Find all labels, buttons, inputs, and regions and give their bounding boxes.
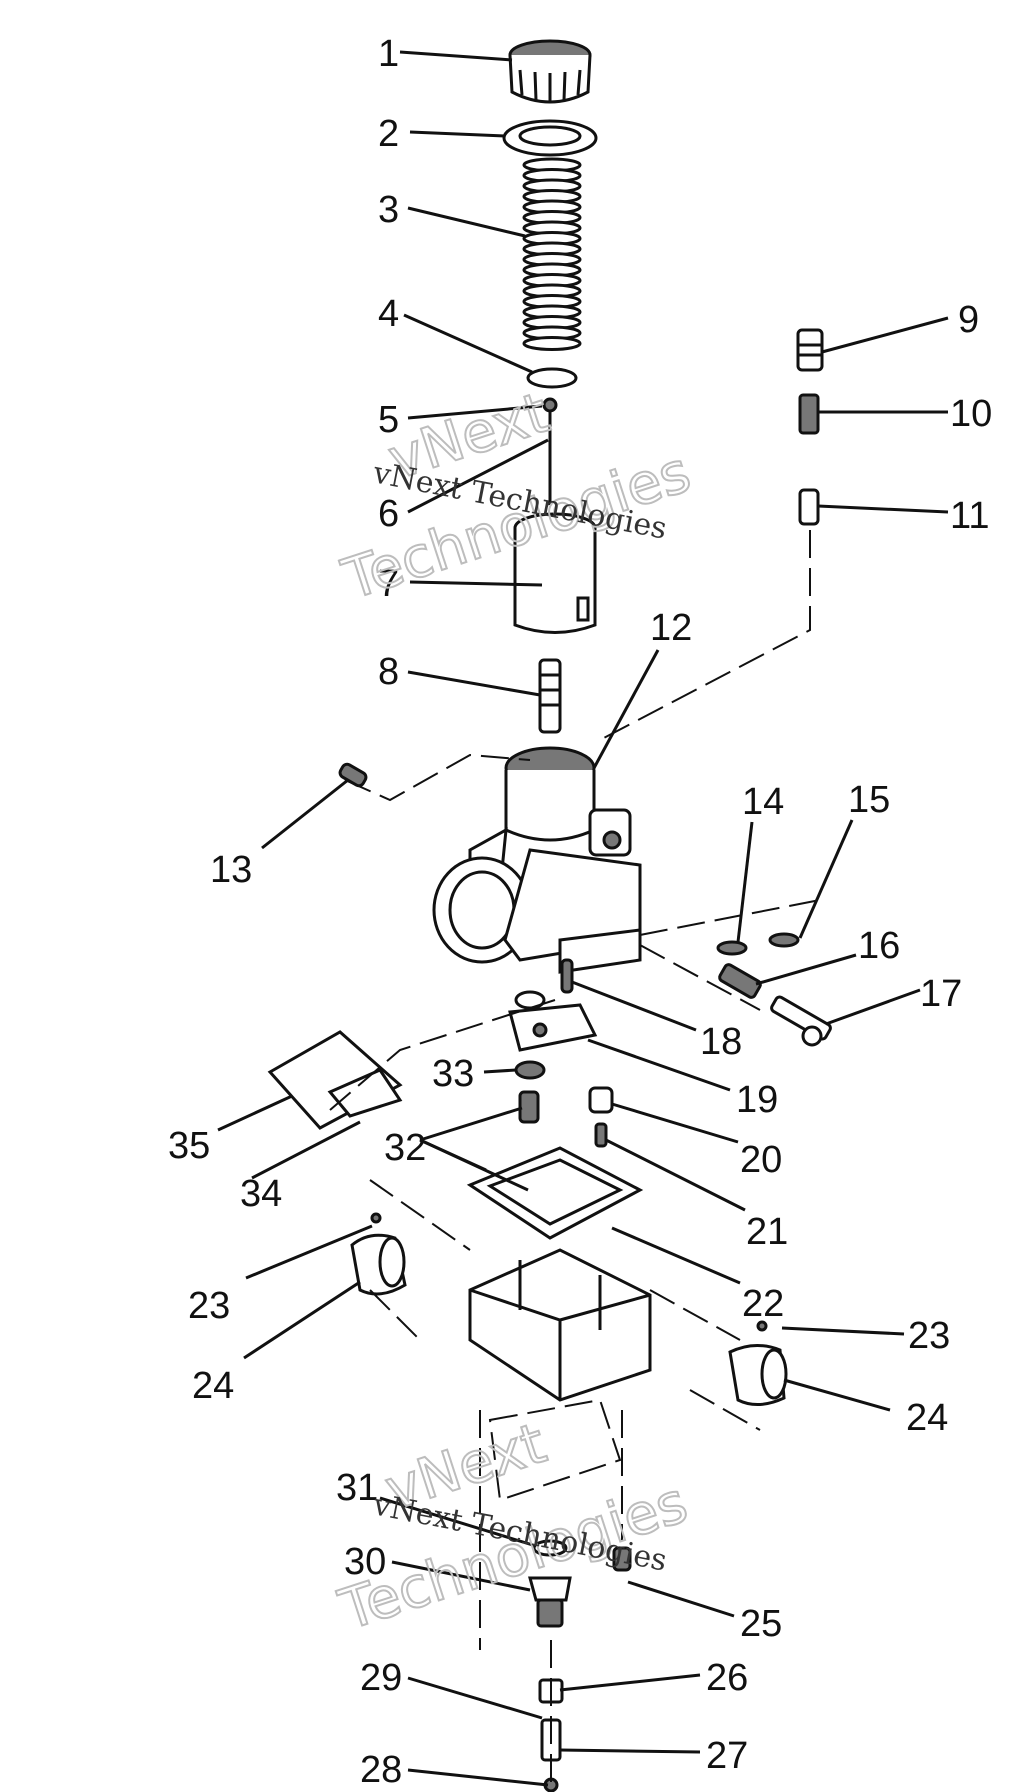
callout-26: 26 (706, 1657, 748, 1699)
callout-4: 4 (378, 293, 399, 335)
part-bracket (267, 1030, 403, 1130)
callout-23-left: 23 (188, 1285, 230, 1327)
callout-21: 21 (746, 1211, 788, 1253)
callout-35: 35 (168, 1125, 210, 1167)
callout-32: 32 (384, 1127, 426, 1169)
part-float-left (350, 1212, 407, 1296)
callout-2: 2 (378, 113, 399, 155)
part-throttle-valve (513, 512, 597, 634)
callout-13: 13 (210, 849, 252, 891)
callout-9: 9 (958, 299, 979, 341)
callout-14: 14 (742, 781, 784, 823)
part-float-pin (560, 958, 574, 994)
callout-labels: 1 2 3 4 5 6 7 8 9 10 11 12 13 14 15 16 1… (168, 33, 992, 1791)
callout-16: 16 (858, 925, 900, 967)
callout-33: 33 (432, 1053, 474, 1095)
part-air-screw-spring (716, 940, 748, 956)
callout-20: 20 (740, 1139, 782, 1181)
callout-6: 6 (378, 493, 399, 535)
callout-17: 17 (920, 973, 962, 1015)
part-adjuster-seal (798, 488, 820, 526)
part-spring (522, 157, 582, 351)
callout-10: 10 (950, 393, 992, 435)
part-washer (502, 119, 598, 157)
part-drain-plug (612, 1546, 632, 1572)
part-float-arm (508, 1003, 598, 1052)
spring-coil (522, 336, 582, 351)
callout-7: 7 (378, 563, 399, 605)
callout-8: 8 (378, 651, 399, 693)
leader-lines (217, 50, 949, 1787)
callout-28: 28 (360, 1749, 402, 1791)
callout-12: 12 (650, 607, 692, 649)
callout-24-right: 24 (906, 1397, 948, 1439)
callout-19: 19 (736, 1079, 778, 1121)
part-main-jet-washer (514, 1060, 546, 1080)
callout-11: 11 (950, 495, 989, 537)
part-spring-seat (526, 367, 578, 389)
part-needle-jet (538, 658, 562, 734)
callout-23-right: 23 (908, 1315, 950, 1357)
callout-22: 22 (742, 1283, 784, 1325)
part-idle-spring (718, 963, 762, 999)
part-adjuster (796, 328, 824, 372)
callout-27: 27 (706, 1735, 748, 1777)
callout-30: 30 (344, 1541, 386, 1583)
part-idle-screw (770, 995, 832, 1047)
callout-29: 29 (360, 1657, 402, 1699)
part-float-right (728, 1320, 788, 1406)
watermark-bottom: vNext Technologies (331, 1410, 696, 1645)
callout-1: 1 (378, 33, 399, 75)
part-adjuster-spring (798, 393, 820, 435)
part-main-jet-holder (528, 1576, 572, 1628)
callout-15: 15 (848, 779, 890, 821)
part-needle-valve (594, 1122, 608, 1148)
callout-34: 34 (240, 1173, 282, 1215)
callout-24-left: 24 (192, 1365, 234, 1407)
part-cap (508, 39, 592, 104)
callout-5: 5 (378, 399, 399, 441)
callout-25: 25 (740, 1603, 782, 1645)
part-float-bowl (468, 1248, 652, 1402)
parts-drawing (267, 39, 832, 1792)
part-carburetor-body (432, 746, 642, 974)
part-pilot-jet (518, 1090, 540, 1124)
part-float-bowl-gasket (466, 1146, 644, 1240)
callout-31: 31 (336, 1467, 378, 1509)
callout-3: 3 (378, 189, 399, 231)
callout-18: 18 (700, 1021, 742, 1063)
part-needle-valve-seat (588, 1086, 614, 1114)
part-drain-washer (532, 1539, 568, 1557)
part-air-screw (768, 932, 800, 948)
part-needle-clip (542, 397, 558, 413)
